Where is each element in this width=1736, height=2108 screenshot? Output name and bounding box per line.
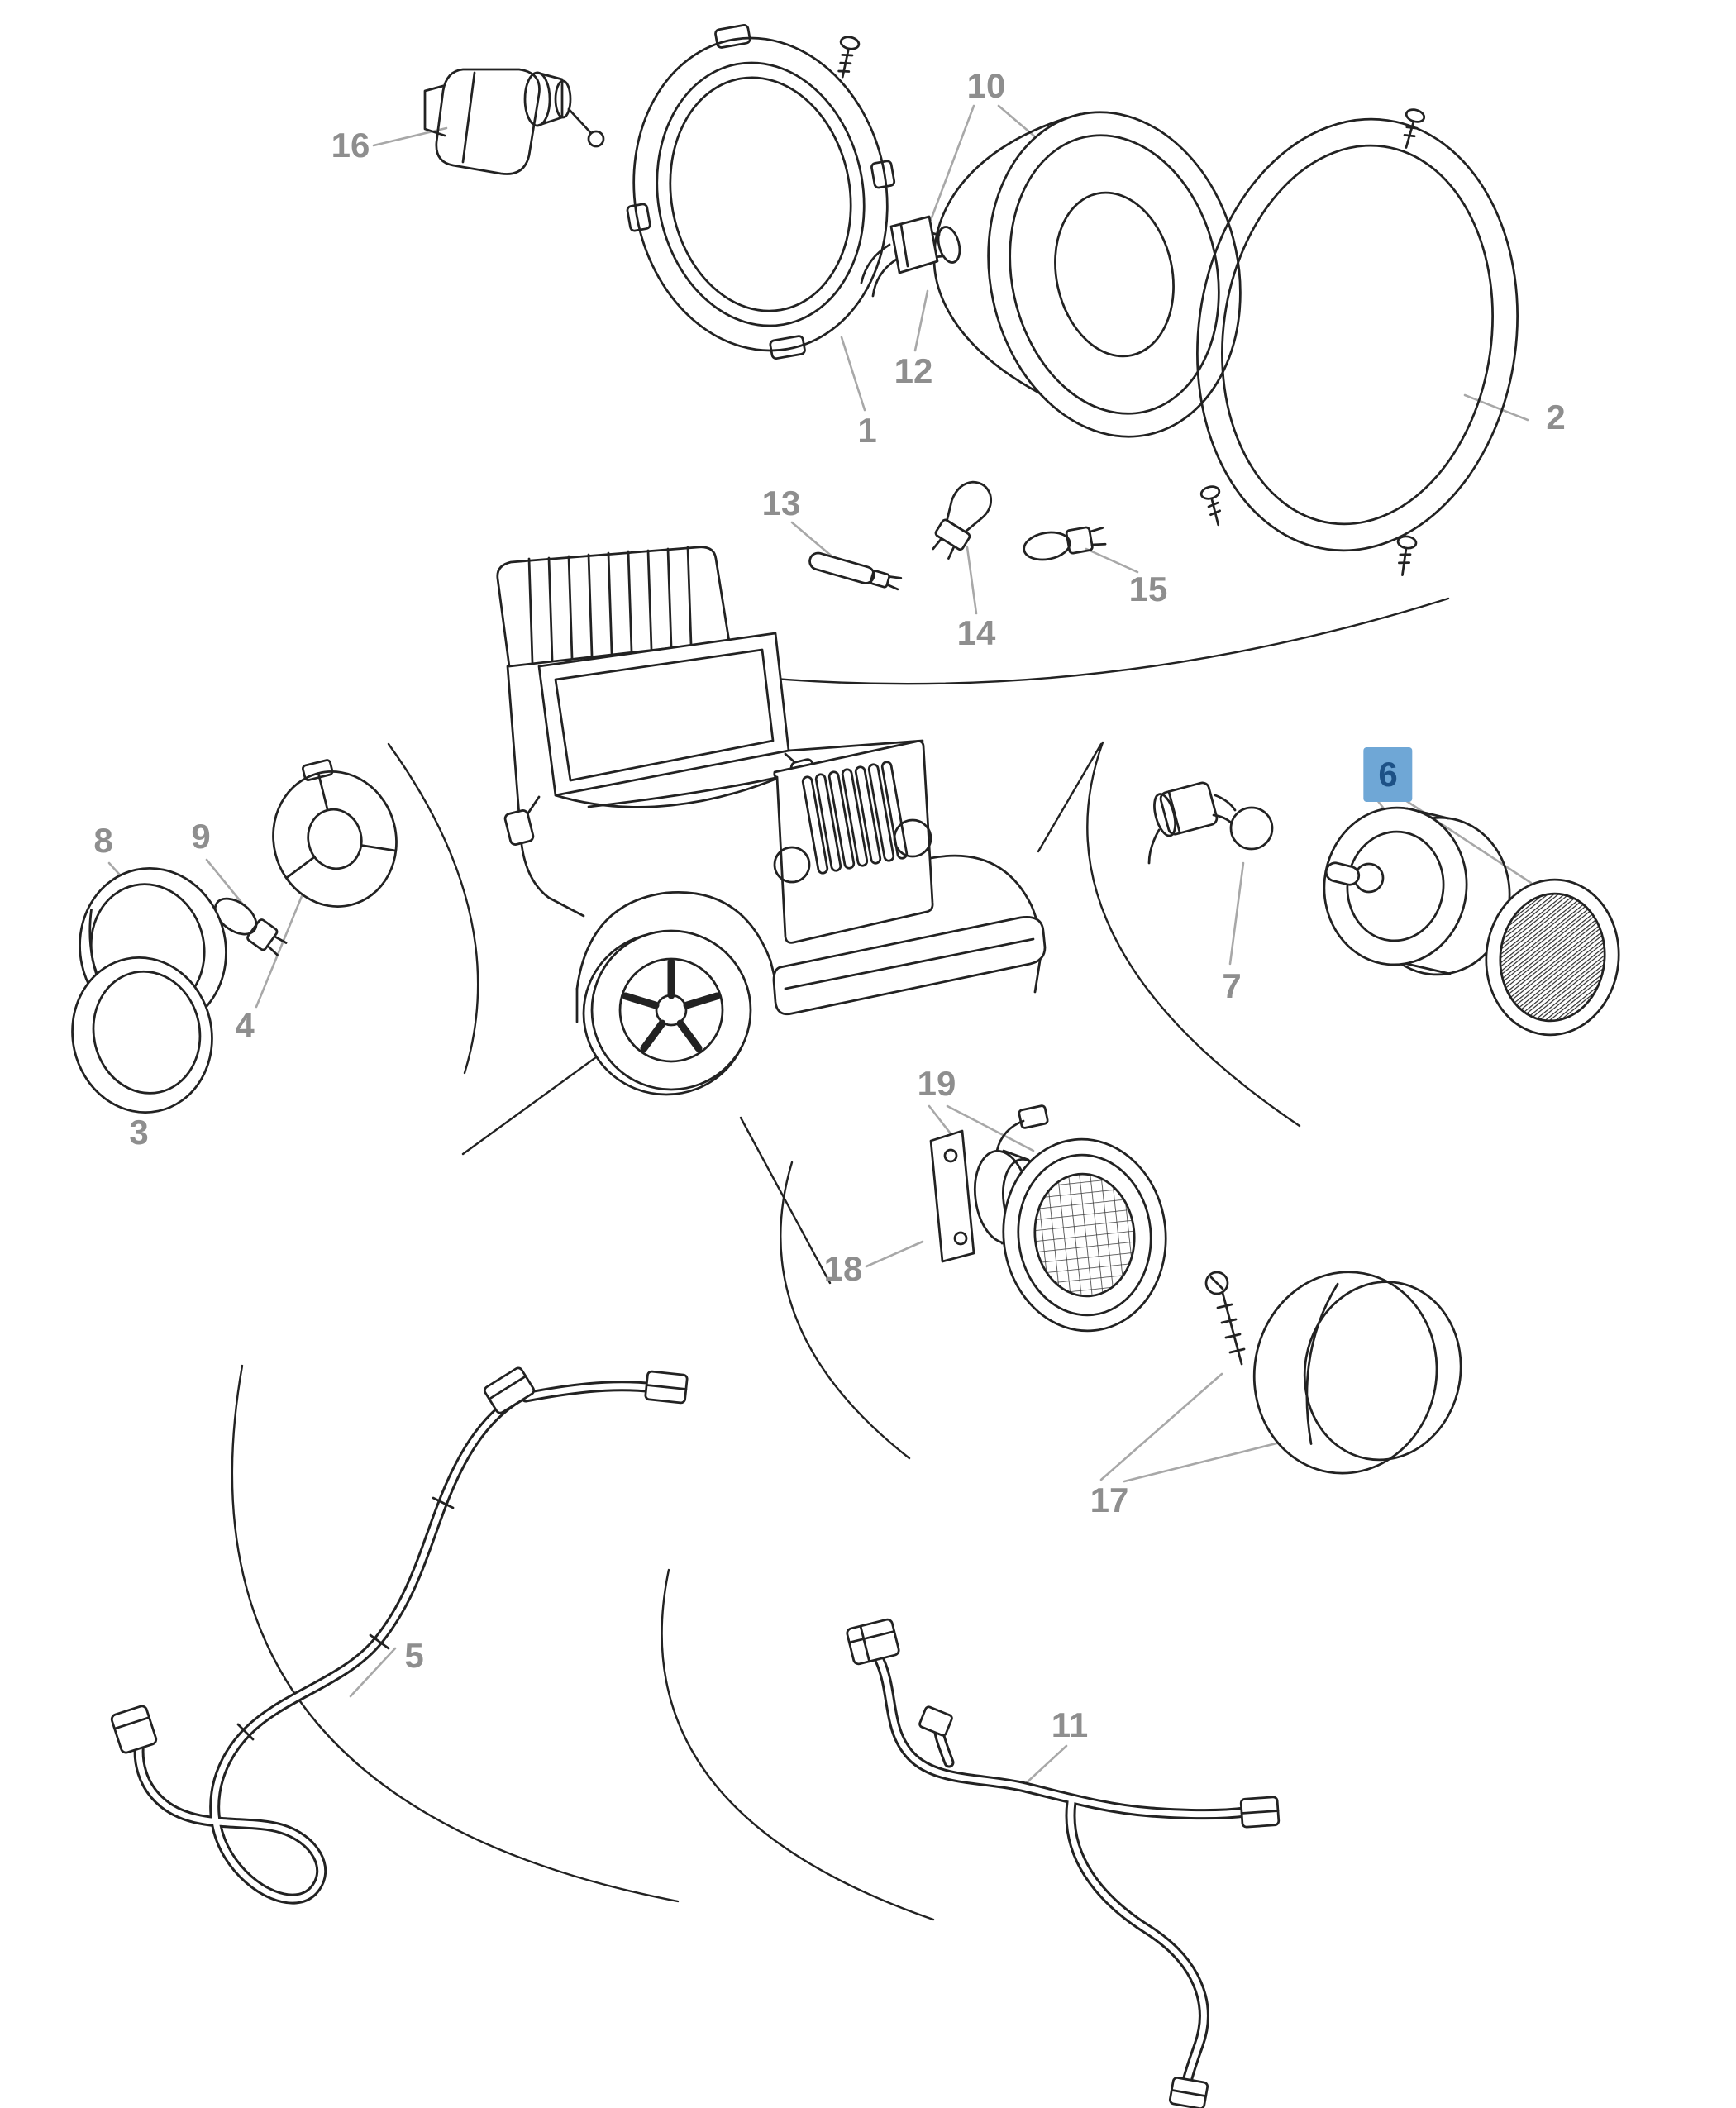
part-17-screw xyxy=(1204,1271,1246,1366)
callout-16[interactable]: 16 xyxy=(331,126,370,165)
part-15-bulb xyxy=(1023,526,1107,561)
callout-6-highlighted[interactable]: 6 xyxy=(1363,747,1413,802)
part-14-bulb xyxy=(932,480,993,560)
callout-18[interactable]: 18 xyxy=(823,1249,863,1288)
part-2-bezel xyxy=(1196,108,1519,576)
callout-10[interactable]: 10 xyxy=(966,66,1006,105)
leader-lines xyxy=(107,104,1533,1787)
callout-19[interactable]: 19 xyxy=(917,1064,956,1103)
callout-13[interactable]: 13 xyxy=(761,484,801,522)
callout-17[interactable]: 17 xyxy=(1090,1481,1129,1519)
callout-5[interactable]: 5 xyxy=(404,1636,424,1675)
part-6-lamp-lens xyxy=(1485,878,1620,1037)
part-7-socket-and-bulb xyxy=(1147,781,1274,865)
callout-12[interactable]: 12 xyxy=(894,351,933,390)
callout-3[interactable]: 3 xyxy=(129,1113,149,1152)
part-6-lamp-housing xyxy=(1323,806,1511,976)
part-4-bulb-retainer xyxy=(272,759,398,908)
part-3-lens xyxy=(71,956,213,1114)
part-16-leveling-motor xyxy=(423,68,605,175)
part-1-mounting-ring xyxy=(626,24,896,360)
callout-1[interactable]: 1 xyxy=(857,411,877,450)
part-12-connector xyxy=(860,215,939,298)
callout-7[interactable]: 7 xyxy=(1222,966,1242,1005)
part-10-sealed-beam-unit xyxy=(923,111,1242,438)
callout-8[interactable]: 8 xyxy=(93,821,113,860)
callout-15[interactable]: 15 xyxy=(1128,570,1168,608)
callout-14[interactable]: 14 xyxy=(956,613,996,652)
part-1-screw xyxy=(837,36,861,79)
part-17-lamp xyxy=(1252,1271,1462,1475)
part-18-fog-lamp-lens xyxy=(1002,1137,1167,1333)
part-5-wiring-harness xyxy=(110,1366,689,1905)
vehicle-illustration xyxy=(496,546,1047,1096)
grouping-arcs xyxy=(231,597,1450,1921)
callout-4[interactable]: 4 xyxy=(235,1006,255,1045)
part-9-bulb xyxy=(214,897,288,956)
callout-11[interactable]: 11 xyxy=(1051,1705,1089,1744)
callout-2[interactable]: 2 xyxy=(1546,398,1566,436)
part-11-wiring-harness xyxy=(846,1618,1281,2108)
callout-9[interactable]: 9 xyxy=(191,817,211,856)
part-13-bulb xyxy=(808,551,903,591)
